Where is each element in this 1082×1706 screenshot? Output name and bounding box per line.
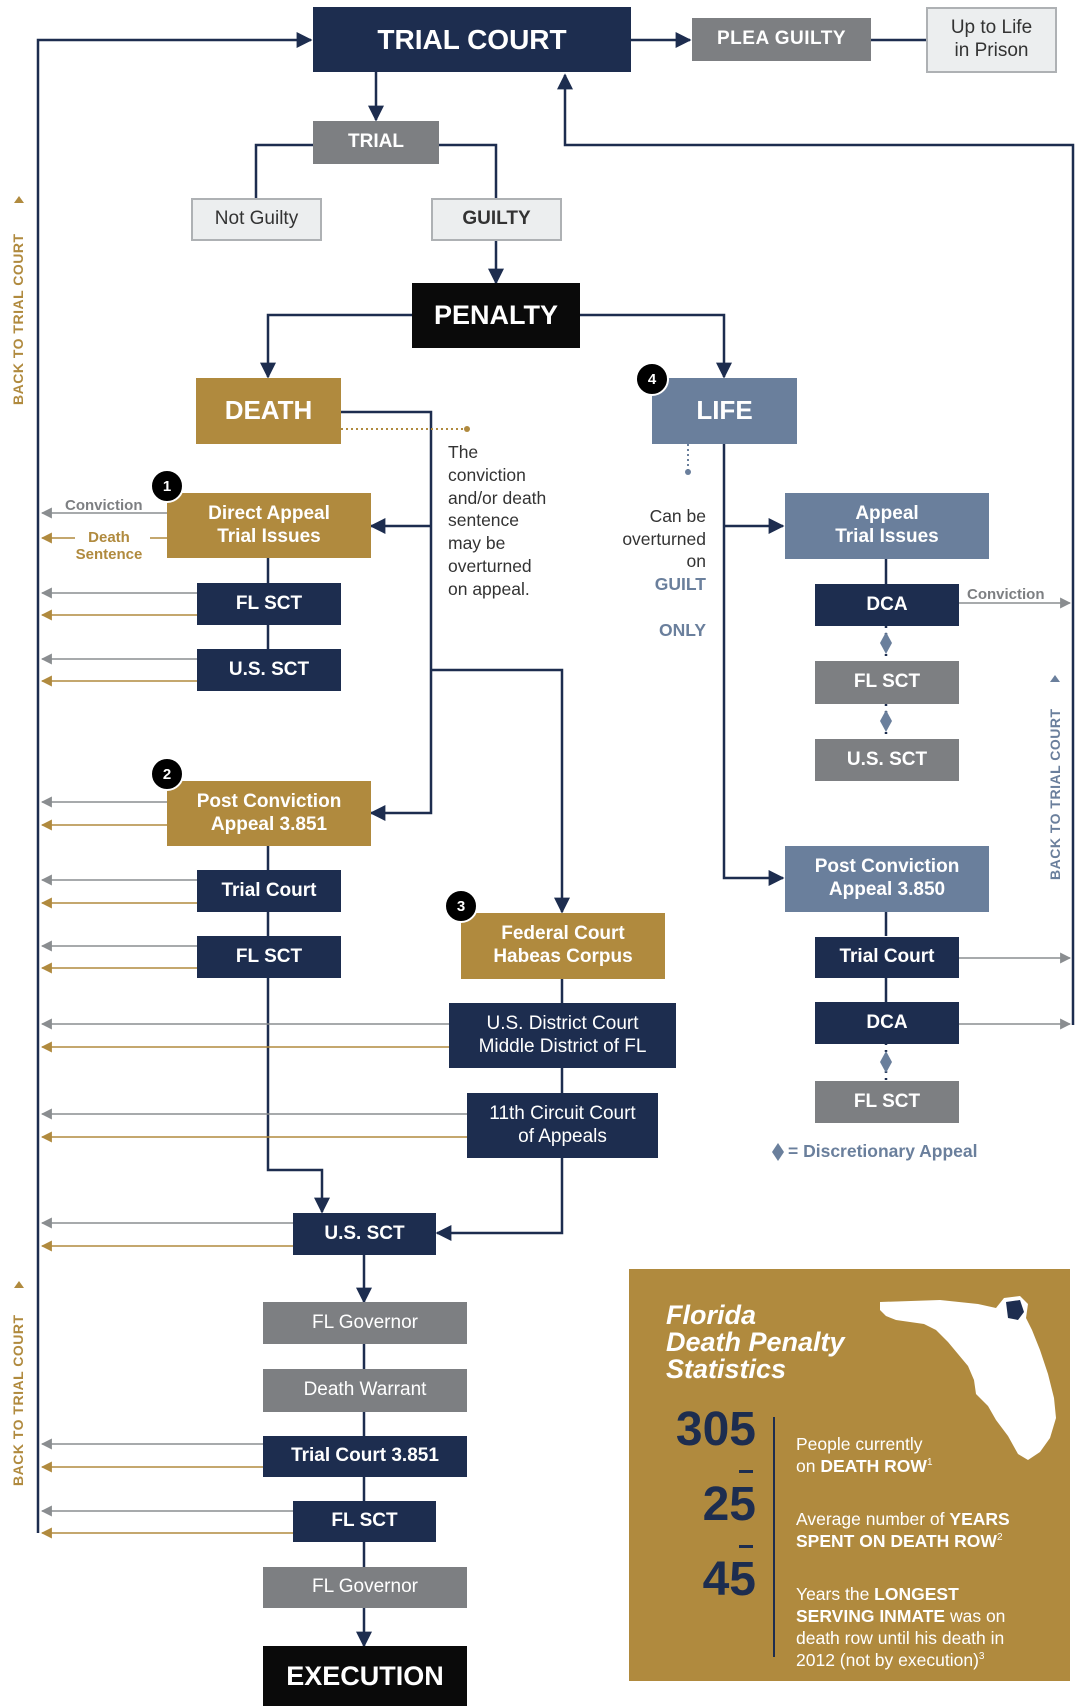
death-warrant-box: Death Warrant — [263, 1369, 467, 1412]
stat-number-1: 305 — [675, 1403, 756, 1456]
back-arrow-icon — [14, 196, 24, 203]
stat-text-3-b: was on death row until his death in 2012… — [796, 1605, 1006, 1670]
badge-4: 4 — [635, 362, 669, 396]
death-box: DEATH — [196, 378, 341, 444]
us-sct-box-3: U.S. SCT — [815, 739, 959, 781]
life-note-text: Can be overturned on — [622, 505, 706, 572]
eleventh-circuit-box: 11th Circuit Court of Appeals — [467, 1093, 658, 1158]
stat-sup-1: 1 — [926, 1456, 933, 1468]
back-to-trial-court-label-top: BACK TO TRIAL COURT — [10, 233, 26, 405]
stat-text-1-a: People currently on — [796, 1433, 923, 1476]
stat-text-3-bold: LONGEST SERVING INMATE — [796, 1583, 959, 1626]
conviction-label-right: Conviction — [967, 586, 1045, 603]
penalty-box: PENALTY — [412, 283, 580, 348]
guilty-box: GUILTY — [431, 198, 562, 241]
stat-divider-1 — [739, 1470, 753, 1473]
fl-governor-box-1: FL Governor — [263, 1302, 467, 1344]
us-district-court-box: U.S. District Court Middle District of F… — [449, 1003, 676, 1068]
post-conviction-850-box: Post Conviction Appeal 3.850 — [785, 846, 989, 912]
up-to-life-box: Up to Life in Prison — [926, 7, 1057, 73]
post-conviction-851-box: Post Conviction Appeal 3.851 — [167, 781, 371, 846]
stat-number-2: 25 — [702, 1478, 756, 1531]
badge-1: 1 — [150, 469, 184, 503]
death-overturn-note: The conviction and/or death sentence may… — [448, 442, 547, 599]
appeal-trial-issues-box: Appeal Trial Issues — [785, 493, 989, 559]
trial-court-box: TRIAL COURT — [313, 7, 631, 72]
statistics-panel: Florida Death Penalty Statistics 305 25 … — [629, 1269, 1070, 1681]
back-arrow-icon — [1050, 675, 1060, 682]
stat-text-1: People currently on DEATH ROW1 — [796, 1412, 933, 1478]
dca-box-2: DCA — [815, 1002, 959, 1044]
dca-box-1: DCA — [815, 584, 959, 626]
stat-text-2: Average number of YEARS SPENT ON DEATH R… — [796, 1487, 1010, 1553]
life-note-guilt: GUILT — [654, 574, 706, 594]
direct-appeal-box: Direct Appeal Trial Issues — [167, 493, 371, 558]
life-overturn-note: Can be overturned on GUILT ONLY — [600, 482, 706, 641]
trial-court-box-3: Trial Court — [815, 937, 959, 978]
trial-box: TRIAL — [313, 121, 439, 164]
fl-sct-box-1: FL SCT — [197, 583, 341, 625]
stat-vertical-rule — [773, 1417, 775, 1657]
fl-governor-box-2: FL Governor — [263, 1567, 467, 1608]
stat-divider-2 — [739, 1545, 753, 1548]
stat-text-2-a: Average number of — [796, 1508, 950, 1529]
stat-sup-2: 2 — [996, 1531, 1003, 1543]
stat-text-3-a: Years the — [796, 1583, 875, 1604]
conviction-label: Conviction — [65, 497, 143, 514]
life-note-only: ONLY — [658, 619, 706, 640]
discretionary-legend: = Discretionary Appeal — [788, 1141, 978, 1161]
trial-court-box-2: Trial Court — [197, 870, 341, 912]
badge-3: 3 — [444, 889, 478, 923]
fl-sct-box-2: FL SCT — [197, 936, 341, 978]
back-arrow-icon — [14, 1281, 24, 1288]
trial-court-3851-box: Trial Court 3.851 — [263, 1436, 467, 1477]
discretionary-diamond-icon — [772, 1143, 784, 1161]
us-sct-box-1: U.S. SCT — [197, 649, 341, 691]
execution-box: EXECUTION — [263, 1646, 467, 1706]
badge-2: 2 — [150, 757, 184, 791]
stat-text-2-bold: YEARS SPENT ON DEATH ROW — [796, 1508, 1010, 1551]
us-sct-box-2: U.S. SCT — [293, 1213, 436, 1255]
life-box: LIFE — [652, 378, 797, 444]
stat-text-3: Years the LONGEST SERVING INMATE was on … — [796, 1562, 1005, 1671]
stats-title: Florida Death Penalty Statistics — [666, 1300, 845, 1384]
stat-sup-3: 3 — [978, 1650, 985, 1662]
death-sentence-label: Death Sentence — [75, 529, 143, 563]
fl-sct-box-4: FL SCT — [815, 661, 959, 704]
florida-map-icon — [880, 1296, 1056, 1460]
back-to-trial-court-label-bottom: BACK TO TRIAL COURT — [10, 1314, 26, 1486]
federal-habeas-box: Federal Court Habeas Corpus — [461, 913, 665, 979]
back-to-trial-court-label-right: BACK TO TRIAL COURT — [1047, 708, 1063, 880]
stat-text-1-bold: DEATH ROW — [820, 1455, 927, 1476]
not-guilty-box: Not Guilty — [191, 198, 322, 241]
plea-guilty-box: PLEA GUILTY — [692, 18, 871, 61]
fl-sct-box-5: FL SCT — [815, 1081, 959, 1123]
stat-number-3: 45 — [702, 1553, 756, 1606]
fl-sct-box-3: FL SCT — [293, 1501, 436, 1542]
